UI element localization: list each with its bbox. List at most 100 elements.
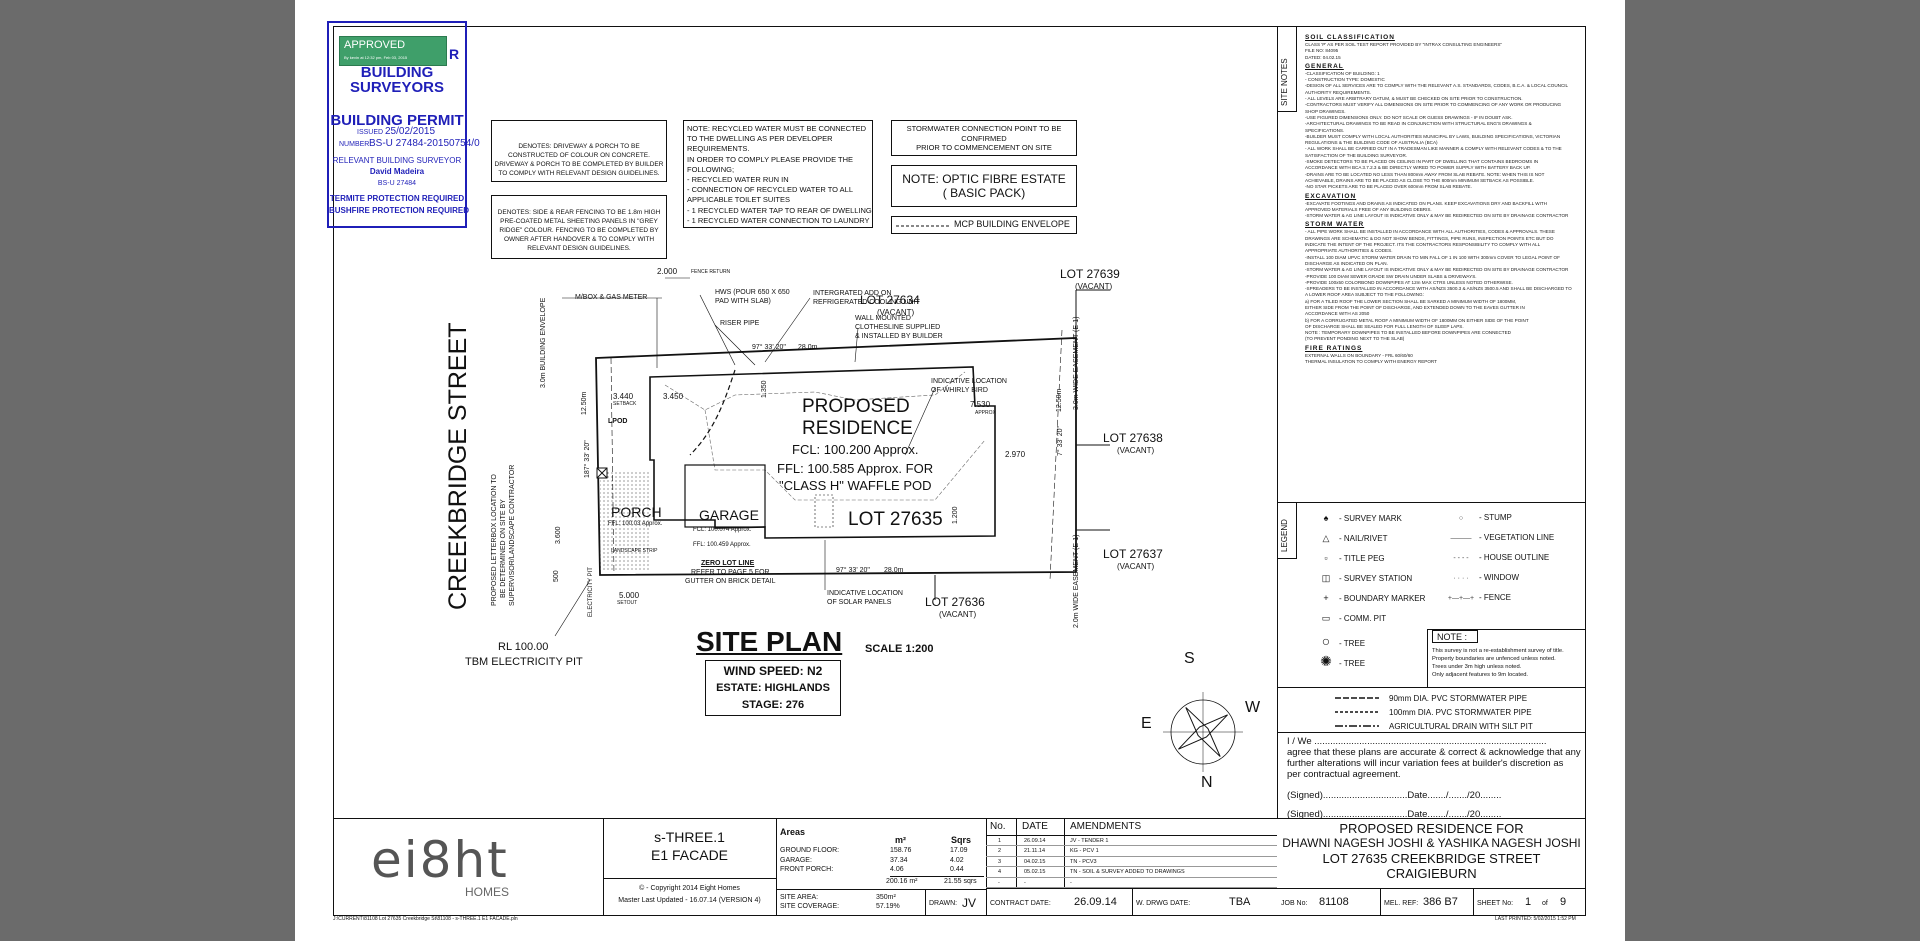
drawn-label: DRAWN:	[929, 900, 958, 907]
site-note-line: SPECIFICATIONS.	[1305, 127, 1345, 133]
approx-label: APPROX	[975, 410, 996, 416]
rbs-reg: BS-U 27484	[377, 180, 417, 187]
amend-no-header: No.	[990, 821, 1006, 832]
landscape-strip-label: LANDSCAPE STRIP	[611, 548, 658, 554]
letterbox-note: PROPOSED LETTERBOX LOCATION TO	[491, 474, 498, 606]
denotes-line: OWNER AFTER HANDOVER & TO COMPLY WITH	[503, 236, 655, 243]
legend-item: +- BOUNDARY MARKER	[1313, 593, 1425, 613]
site-note-line: SHOP DRAWINGS.	[1305, 108, 1346, 114]
site-note-line: INDICATE THE INTENT OF THE PROJECT. ITS …	[1305, 242, 1541, 248]
sheet-no-value: 1	[1525, 896, 1532, 908]
recycled-note-line: FOLLOWING;	[687, 164, 735, 174]
mcp-envelope-box: MCP BUILDING ENVELOPE	[891, 216, 1077, 234]
length-north: 28.0m	[798, 344, 818, 351]
cooling-label-2: REFRIGERATED COOLING UNIT	[813, 299, 920, 306]
dim-12500: 12.50m	[581, 391, 588, 415]
residence-label: RESIDENCE	[802, 418, 913, 439]
site-area-label: SITE AREA:	[780, 894, 819, 901]
site-note-line: -NO STAR PICKETS ARE TO BE PLACED OVER 6…	[1305, 184, 1472, 190]
solar-label: INDICATIVE LOCATION	[827, 590, 903, 597]
amendment-row: ---	[986, 878, 1277, 888]
driveway-path	[689, 369, 736, 456]
dim-500: 500	[553, 570, 560, 582]
dim-7530: 7.530	[970, 400, 991, 409]
legend-title: LEGEND	[1280, 519, 1289, 552]
job-no-label: JOB No:	[1281, 900, 1308, 907]
porch-hatch	[600, 470, 650, 570]
areas-m2: 158.76	[890, 847, 912, 854]
dim-3450: 3.450	[663, 392, 684, 401]
site-note-line: NOTE : TEMPORARY DOWNPIPES TO BE INSTALL…	[1305, 330, 1511, 336]
contract-date-value: 26.09.14	[1074, 896, 1117, 908]
mel-ref-label: MEL. REF:	[1384, 900, 1419, 907]
site-note-line: -SMOKE DETECTORS TO BE PLACED ON CEILING…	[1305, 159, 1539, 165]
design-name: s-THREE.1	[654, 829, 725, 845]
facade-name: E1 FACADE	[650, 847, 729, 863]
rl-label: RL 100.00	[498, 641, 549, 653]
dim-2970: 2.970	[1005, 450, 1026, 459]
signature-line: (Signed)................................…	[1287, 790, 1502, 801]
site-note-line: AUTHORITY REQUIREMENTS.	[1305, 89, 1372, 95]
legend-item: ○- STUMP	[1443, 513, 1554, 533]
agreement-line: further alterations will incur variation…	[1287, 758, 1564, 769]
garage-label: GARAGE	[699, 507, 759, 523]
client-cell: PROPOSED RESIDENCE FOR DHAWNI NAGESH JOS…	[1277, 818, 1586, 916]
site-note-line: EXTERNAL WALLS ON BOUNDARY - FRL 60/60/6…	[1305, 352, 1413, 358]
legend-item: +—+—+- FENCE	[1443, 593, 1554, 613]
design-cell: s-THREE.1 E1 FACADE © - Copyright 2014 E…	[603, 818, 776, 916]
areas-label: FRONT PORCH:	[780, 866, 834, 873]
sheet-total: 9	[1560, 896, 1567, 908]
wind-speed: WIND SPEED: N2	[723, 664, 823, 678]
north-compass	[1163, 692, 1243, 772]
legend-item: ▫- TITLE PEG	[1313, 553, 1425, 573]
job-no-value: 81108	[1319, 896, 1349, 908]
site-note-heading: GENERAL	[1305, 62, 1344, 70]
legend-label: - WINDOW	[1479, 573, 1519, 582]
fence-return-label: FENCE RETURN	[691, 269, 731, 275]
agreement-line: agree that these plans are accurate & co…	[1287, 747, 1581, 758]
recycled-note-line: APPLICABLE TOILET SUITES	[687, 195, 790, 205]
company-line1: BUILDING	[360, 64, 434, 81]
legend-label: - TREE	[1339, 639, 1366, 648]
vacant-ne: (VACANT)	[1075, 282, 1113, 291]
issued-label: ISSUED	[357, 129, 384, 136]
legend-top-line	[1277, 502, 1586, 503]
bearing-west: 187° 33' 20"	[584, 440, 591, 478]
roof-line	[704, 409, 986, 501]
site-plan-drawing	[554, 277, 1243, 772]
compass-e: E	[1141, 715, 1152, 732]
legend-symbol-icon: +—+—+	[1447, 595, 1475, 602]
company-initial: R	[449, 46, 460, 62]
dim-12500-east: 12.50m	[1056, 388, 1063, 412]
legend-label: - SURVEY STATION	[1339, 574, 1413, 583]
site-note-heading: FIRE RATINGS	[1305, 344, 1363, 352]
amendment-text: TN - SOIL & SURVEY ADDED TO DRAWINGS	[1070, 869, 1185, 876]
site-note-line: EITHER SIDE FROM THE POINT OF DISCHARGE,…	[1305, 304, 1525, 310]
letterbox-note-2: BE DETERMINED ON SITE BY	[500, 499, 507, 598]
scale-label: SCALE 1:200	[865, 643, 934, 655]
site-note-line: -PROVIDE 100 DIAM SEWER GRADE SW DRAIN U…	[1305, 273, 1477, 279]
pipes-top-line	[1277, 687, 1586, 688]
legend-symbol-icon: △	[1322, 533, 1330, 543]
whirly-label-2: OF WHIRLY BIRD	[931, 387, 988, 394]
site-note-line: THERMAL INSULATION TO COMPLY WITH ENERGY…	[1305, 359, 1437, 365]
site-note-line: -DRAINS ARE TO BE LOCATED NO LESS THAN 8…	[1305, 171, 1545, 177]
hws-label: HWS (POUR 650 X 650	[715, 289, 790, 296]
approved-badge: APPROVED By kevin at 12:32 pm, Feb 03, 2…	[339, 36, 447, 66]
sheet-of: of	[1542, 900, 1548, 907]
amendment-date: 05.02.15	[1024, 869, 1046, 876]
amendment-date: 26.09.14	[1024, 838, 1046, 844]
bushfire-note: BUSHFIRE PROTECTION REQUIRED	[329, 206, 470, 215]
pipe-line-icon	[1335, 697, 1379, 699]
pipe-line-icon	[1335, 711, 1379, 713]
vacant-east: (VACANT)	[1117, 446, 1155, 455]
site-note-line: -STORM WATER & AG LINE LAYOUT IS INDICAT…	[1305, 267, 1569, 273]
optic-note-line: ( BASIC PACK)	[942, 186, 1026, 200]
amendment-date: 04.02.15	[1024, 858, 1046, 865]
pipe-legend-label: 90mm DIA. PVC STORMWATER PIPE	[1389, 693, 1528, 703]
denotes-line: RELEVANT DESIGN GUIDELINES.	[527, 245, 631, 252]
lot-label-ne: LOT 27639	[1060, 267, 1120, 281]
